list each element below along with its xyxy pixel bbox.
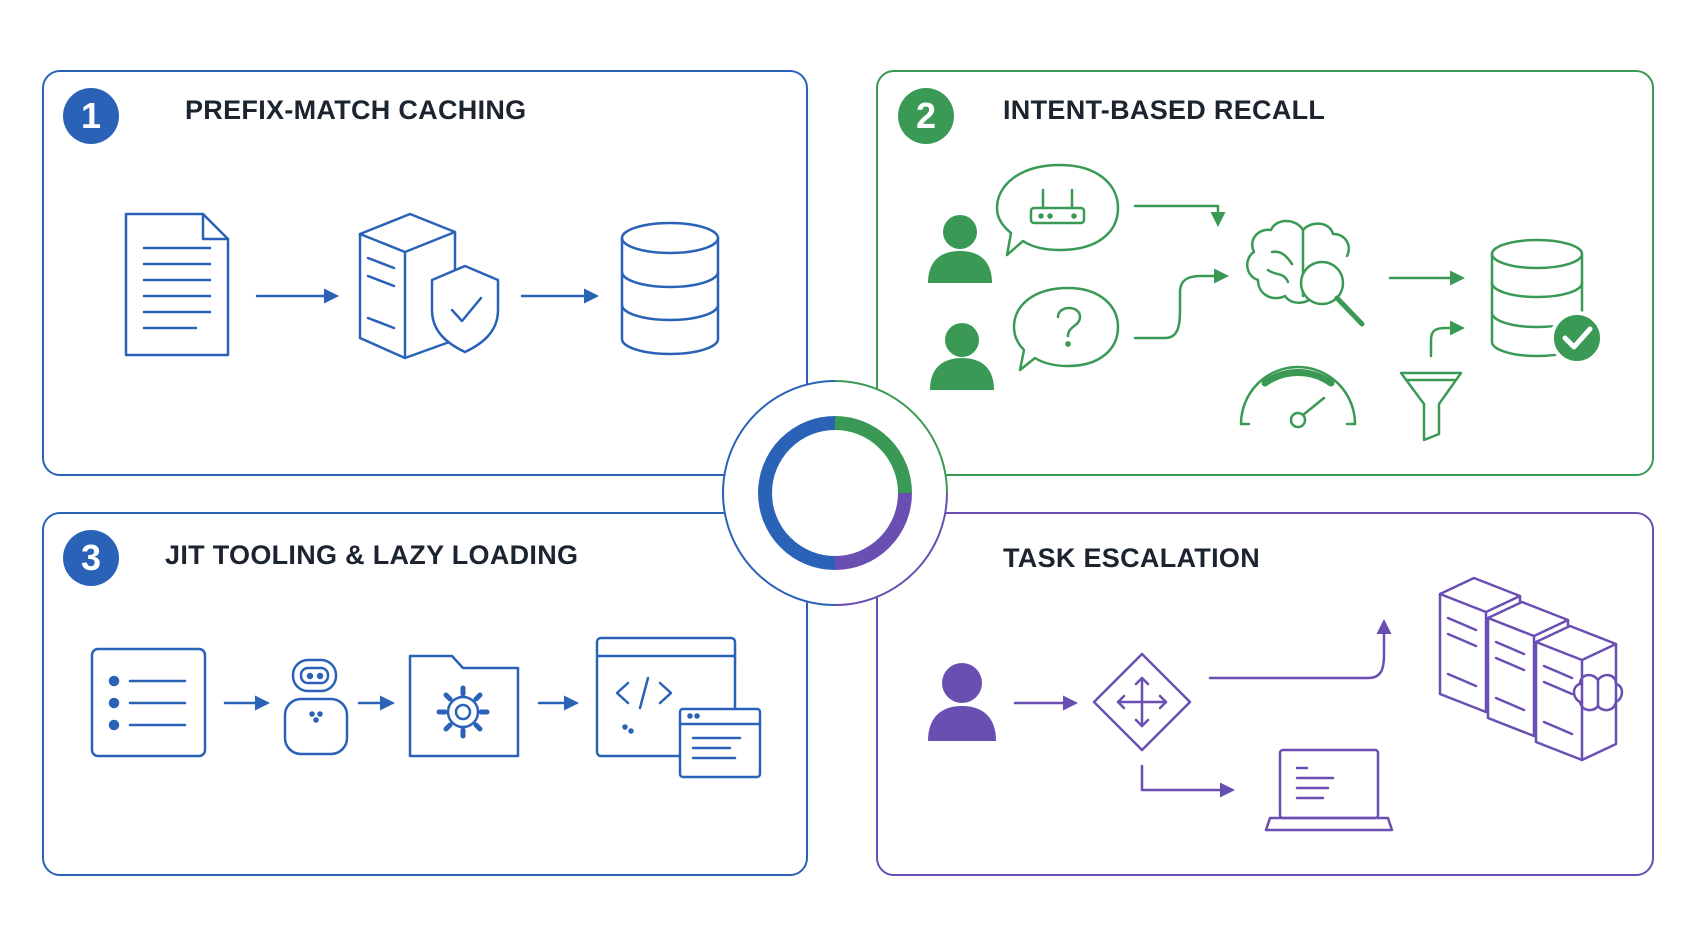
router-diamond-icon (1092, 652, 1192, 752)
laptop-icon (1264, 748, 1394, 832)
step-badge-2: 2 (898, 88, 954, 144)
document-icon (124, 212, 230, 357)
step-badge-1: 1 (63, 88, 119, 144)
user-icon (928, 663, 996, 741)
gear-folder-icon (408, 654, 520, 758)
question-speech-bubble-icon (1012, 286, 1120, 372)
panel-intent-based-recall (876, 70, 1654, 476)
flow-arrow (1208, 619, 1392, 680)
brain-icon (1572, 673, 1624, 712)
funnel-icon (1399, 371, 1463, 442)
step-badge-3: 3 (63, 530, 119, 586)
code-window-icon (595, 636, 762, 779)
panel-title-intent-based-recall: INTENT-BASED RECALL (1003, 95, 1326, 125)
user-icon (928, 215, 992, 283)
flow-arrow (1133, 268, 1229, 340)
flow-arrow (1429, 320, 1465, 358)
center-ring (722, 380, 948, 606)
gauge-icon (1239, 365, 1357, 429)
flow-arrow (1133, 204, 1226, 227)
database-check-icon (1490, 238, 1604, 365)
list-icon (90, 647, 207, 758)
server-rack-icon (1438, 576, 1618, 762)
panel-jit-tooling (42, 512, 808, 876)
flow-arrow (1140, 764, 1235, 798)
router-speech-bubble-icon (995, 163, 1120, 257)
shielded-server-icon (358, 212, 500, 360)
panel-title-prefix-match-caching: PREFIX-MATCH CACHING (185, 95, 527, 125)
database-icon (620, 221, 720, 356)
brain-search-icon (1246, 219, 1365, 327)
user-icon (930, 323, 994, 390)
robot-icon (283, 658, 349, 756)
panel-title-task-escalation: TASK ESCALATION (1003, 543, 1260, 573)
panel-prefix-match-caching (42, 70, 808, 476)
panel-title-jit-tooling: JIT TOOLING & LAZY LOADING (165, 540, 579, 570)
